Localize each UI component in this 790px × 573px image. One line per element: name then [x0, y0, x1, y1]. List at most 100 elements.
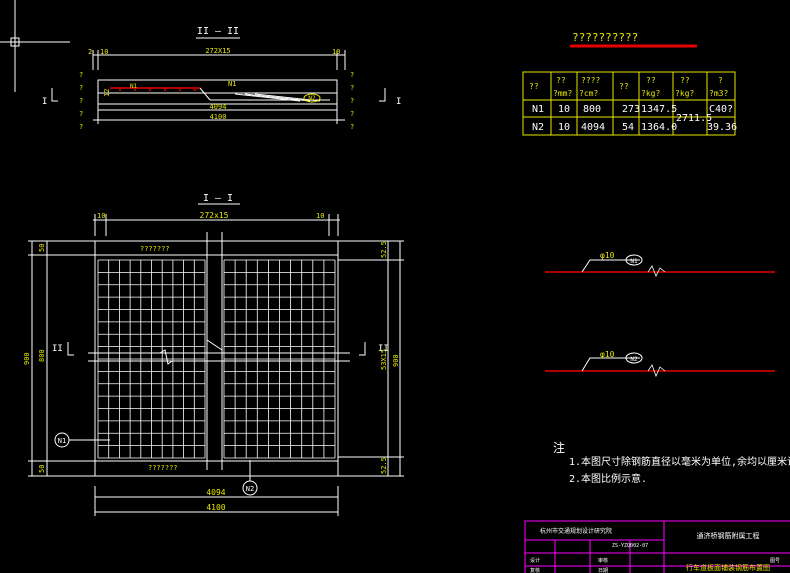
sec1-top-label: ??????? — [140, 245, 170, 253]
svg-text:??: ?? — [646, 76, 656, 85]
svg-text:??: ?? — [680, 76, 690, 85]
table-merged-total: 2711.5 — [676, 113, 712, 124]
sec1-rebar-grid-right — [223, 259, 336, 459]
svg-text:?: ? — [718, 76, 723, 85]
svg-text:??: ?? — [529, 82, 539, 91]
sec2-dim-4094: 4094 — [210, 103, 227, 111]
title-block-label-design: 设计 — [530, 557, 540, 564]
sec1-n1-marker: N1 — [54, 432, 110, 448]
svg-text:39.36: 39.36 — [707, 122, 737, 133]
table-header-row: ?? ?? ?mm? ???? ?cm? ?? ?? ?kg? ?? ?kg? … — [529, 76, 728, 98]
svg-text:N2: N2 — [630, 356, 638, 363]
sec2-n1-label: N1 — [228, 80, 236, 88]
sec1-cut-mark-left: II — [52, 342, 74, 356]
svg-text:?: ? — [350, 84, 354, 92]
sec2-cut-mark-right: I — [379, 88, 401, 107]
sec2-side-marks-left: ? ? ? ? ? — [79, 71, 83, 131]
title-block-label-check: 复核 — [530, 567, 540, 573]
svg-text:N1: N1 — [58, 437, 66, 445]
sec2-dim-right: 10 — [332, 48, 340, 56]
sec1-dim-left-50-top: 50 — [38, 244, 46, 252]
svg-text:?: ? — [350, 110, 354, 118]
svg-text:II: II — [52, 344, 63, 354]
sec1-rebar-grid-left — [97, 259, 206, 459]
svg-text:C40?: C40? — [709, 104, 733, 115]
svg-text:I: I — [396, 97, 401, 107]
section-ii-title: II — II — [197, 26, 239, 37]
svg-text:4094: 4094 — [581, 122, 605, 133]
notes-heading: 注 — [553, 440, 565, 455]
notes-line-2: 2.本图比例示意. — [569, 472, 647, 485]
sec1-dim-left: 10 — [97, 212, 105, 220]
sec2-dim-left-small: 2 — [88, 48, 92, 56]
title-block-drawing-title: 行车道板面铺装钢筋布置图 — [686, 563, 770, 572]
svg-text:φ10: φ10 — [600, 350, 615, 359]
svg-text:54: 54 — [622, 122, 634, 133]
sec2-slab-outline — [97, 79, 338, 105]
svg-text:?kg?: ?kg? — [675, 89, 694, 98]
svg-text:N2: N2 — [532, 122, 544, 133]
sec1-dim-right-900: 900 — [392, 354, 400, 367]
section-i-view: I — I 10 272x15 10 — [23, 193, 404, 516]
section-ii-view: II — II 2 10 272X15 10 — [42, 26, 401, 131]
svg-text:?: ? — [79, 97, 83, 105]
svg-text:1364.0: 1364.0 — [641, 122, 677, 133]
title-block-label-date: 日期 — [598, 568, 608, 573]
svg-text:273: 273 — [622, 104, 640, 115]
sec2-cut-mark-left: I — [42, 88, 58, 107]
title-block: 杭州市交通规划设计研究院 ZS-YZQ002-07 通济桥钢筋附属工程 设计 审… — [524, 520, 790, 573]
svg-text:800: 800 — [583, 104, 601, 115]
sec1-dim-left-900: 900 — [23, 352, 31, 365]
table-row: N1 10 800 273 1347.5 C40? — [532, 104, 733, 115]
sec2-rebar-line — [110, 87, 330, 102]
sec1-bottom-label: ??????? — [148, 464, 178, 472]
svg-text:10: 10 — [558, 104, 570, 115]
notes-block: 注 1.本图尺寸除钢筋直径以毫米为单位,余均以厘米计. 2.本图比例示意. — [553, 440, 790, 485]
sec1-dim-4094: 4094 — [206, 488, 225, 497]
bar-detail-n2: φ10 N2 — [545, 350, 775, 378]
svg-text:10: 10 — [558, 122, 570, 133]
title-block-label-review: 审核 — [598, 557, 608, 564]
sec1-n2-marker: N2 — [242, 460, 258, 496]
section-i-title: I — I — [203, 193, 233, 204]
svg-text:?kg?: ?kg? — [641, 89, 660, 98]
sec1-cut-mark-right: II — [359, 342, 389, 356]
svg-text:??: ?? — [619, 82, 629, 91]
svg-text:1347.5: 1347.5 — [641, 104, 677, 115]
sec1-dim-4100: 4100 — [206, 503, 225, 512]
sec1-dim-span: 272x15 — [200, 211, 229, 220]
title-block-org: 杭州市交通规划设计研究院 — [540, 527, 612, 535]
svg-text:II: II — [378, 344, 389, 354]
sec1-dim-right-52-top: 52.5 — [380, 241, 388, 258]
svg-text:?: ? — [350, 123, 354, 131]
sec2-dim-4100: 4100 — [210, 113, 227, 121]
cad-crosshair-cursor — [0, 0, 70, 92]
notes-line-1: 1.本图尺寸除钢筋直径以毫米为单位,余均以厘米计. — [569, 455, 790, 468]
svg-text:N2: N2 — [308, 95, 316, 102]
sec1-dim-right: 10 — [316, 212, 324, 220]
svg-text:?: ? — [79, 84, 83, 92]
svg-text:?m3?: ?m3? — [709, 89, 728, 98]
table-row: N2 10 4094 54 1364.0 39.36 — [532, 122, 737, 133]
svg-text:?cm?: ?cm? — [579, 89, 598, 98]
svg-text:?: ? — [79, 123, 83, 131]
sec1-cut-line — [88, 349, 350, 365]
sec1-dim-right-53x15: 53X15 — [380, 349, 388, 370]
sec2-n2-marker: N2 — [303, 93, 321, 103]
title-block-label-number: 图号 — [770, 558, 780, 564]
sec2-dim-left: 10 — [100, 48, 108, 56]
svg-text:N1: N1 — [630, 258, 638, 265]
sec1-dim-right-52-bottom: 52.5 — [380, 457, 388, 474]
svg-text:?: ? — [79, 71, 83, 79]
svg-text:I: I — [42, 97, 47, 107]
svg-text:N1: N1 — [532, 104, 544, 115]
svg-text:φ10: φ10 — [600, 251, 615, 260]
sec2-n1-label-left: N1 — [130, 83, 138, 90]
sec1-center-joint — [206, 232, 223, 470]
sec2-dim-span: 272X15 — [205, 47, 230, 55]
svg-text:?: ? — [350, 97, 354, 105]
sec1-dim-left-50-bottom: 50 — [38, 465, 46, 473]
svg-text:?mm?: ?mm? — [553, 89, 572, 98]
svg-text:????: ???? — [581, 76, 600, 85]
